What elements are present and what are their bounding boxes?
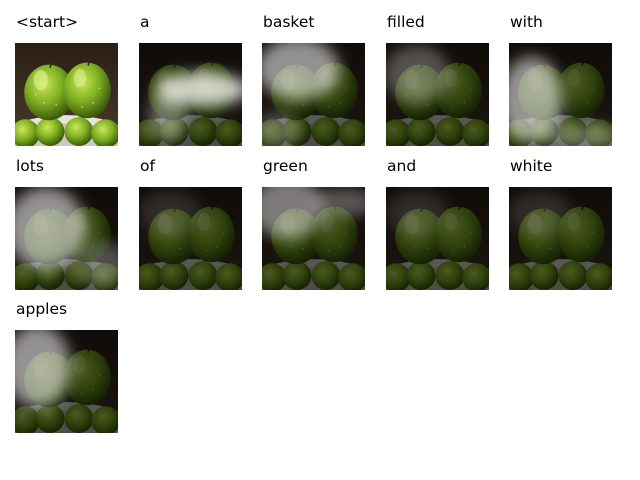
- attention-highlight: [149, 88, 187, 142]
- attention-panel: white: [509, 144, 627, 290]
- attention-panel: lots: [15, 144, 133, 290]
- attention-highlight: [509, 56, 563, 143]
- caption-word: of: [140, 157, 155, 175]
- attention-highlight: [15, 187, 86, 270]
- attention-highlight: [386, 190, 448, 236]
- attention-highlight: [313, 188, 365, 217]
- caption-word: apples: [16, 300, 68, 318]
- attention-image: [139, 43, 242, 146]
- attention-image: [15, 43, 118, 146]
- attention-image: [386, 43, 489, 146]
- attention-highlight: [262, 43, 340, 100]
- caption-word: and: [387, 157, 417, 175]
- attention-image: [262, 187, 365, 290]
- caption-word: <start>: [16, 13, 79, 31]
- attention-image: [15, 330, 118, 433]
- attention-image: [262, 43, 365, 146]
- attention-highlight: [262, 112, 299, 146]
- attention-image: [509, 187, 612, 290]
- caption-word: with: [510, 13, 543, 31]
- attention-highlight: [386, 45, 450, 103]
- attention-panel: basket: [262, 0, 380, 146]
- attention-highlight: [509, 190, 571, 236]
- attention-panel: of: [139, 144, 257, 290]
- caption-word: basket: [263, 13, 315, 31]
- attention-highlight: [262, 187, 324, 239]
- caption-word: filled: [387, 13, 425, 31]
- attention-image: [15, 187, 118, 290]
- attention-highlight: [77, 241, 118, 287]
- caption-word: lots: [16, 157, 44, 175]
- attention-panel: and: [386, 144, 504, 290]
- attention-panel: <start>: [15, 0, 133, 146]
- caption-word: green: [263, 157, 308, 175]
- attention-highlight: [545, 125, 612, 146]
- attention-panel: a: [139, 0, 257, 146]
- attention-image: [509, 43, 612, 146]
- attention-image: [139, 187, 242, 290]
- caption-word: white: [510, 157, 553, 175]
- caption-word: a: [140, 13, 150, 31]
- attention-image: [386, 187, 489, 290]
- attention-panel: filled: [386, 0, 504, 146]
- attention-highlight: [139, 190, 201, 236]
- attention-highlight: [15, 330, 71, 408]
- attention-panel: with: [509, 0, 627, 146]
- attention-panel: green: [262, 144, 380, 290]
- attention-panel: apples: [15, 287, 133, 433]
